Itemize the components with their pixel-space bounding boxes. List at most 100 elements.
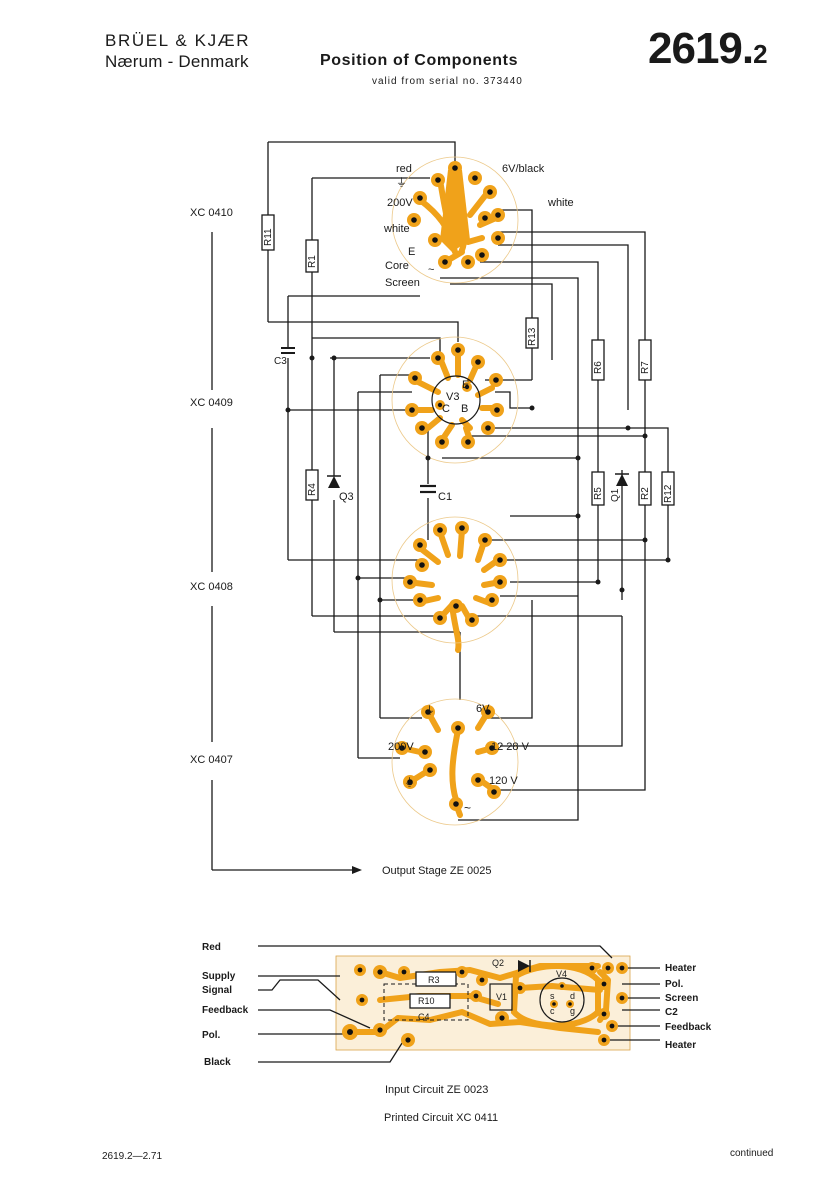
label-r4: R4	[307, 483, 318, 496]
wire-junctions	[285, 355, 671, 603]
resistor-r11	[261, 214, 275, 251]
label-r3: R3	[428, 975, 440, 985]
page-title: Position of Components	[320, 52, 519, 69]
socket-traces	[399, 162, 503, 818]
label-r2: R2	[640, 487, 651, 500]
diode-q1	[615, 473, 629, 486]
label-c1: C1	[438, 491, 452, 503]
label-200v-bottom: 200V	[388, 741, 414, 753]
label-pol-right: Pol.	[665, 979, 684, 990]
input-circuit-board: R3 R10 C4 Q2 V1 V4 s d c g	[202, 942, 712, 1068]
label-r6: R6	[593, 361, 604, 374]
footer-doc-ref: 2619.2—2.71	[102, 1151, 163, 1162]
resistor-r3	[415, 971, 457, 987]
label-screen-right: Screen	[665, 993, 698, 1004]
label-e-top: E	[408, 246, 415, 258]
label-q3: Q3	[339, 491, 354, 503]
socket-pin-labels: red ⏚ 6V/black white 200V white E Core ~…	[383, 163, 574, 815]
resistor-r10	[409, 993, 451, 1009]
label-120v: 120 V	[489, 775, 518, 787]
label-v4-gate: g	[570, 1006, 575, 1016]
label-6v-black: 6V/black	[502, 163, 545, 175]
label-red-lead: Red	[202, 942, 221, 953]
ground-icon: ⏚	[404, 776, 415, 789]
label-r13: R13	[527, 327, 538, 346]
label-v4: V4	[556, 969, 567, 979]
label-v1: V1	[496, 992, 507, 1002]
label-black-lead: Black	[204, 1057, 231, 1068]
label-white-right: white	[547, 197, 574, 209]
resistor-r1	[305, 239, 319, 273]
label-q1: Q1	[610, 488, 621, 502]
resistor-r6	[591, 339, 605, 381]
label-v3-collector: C	[442, 403, 450, 415]
resistor-r4	[305, 469, 319, 501]
label-6v: 6V	[476, 703, 490, 715]
capacitor-c1	[420, 484, 436, 494]
transistor-v3-outline	[431, 375, 481, 425]
label-red: red	[396, 163, 412, 175]
label-c4: C4	[418, 1012, 430, 1022]
label-12-28v: 12 28 V	[491, 741, 530, 753]
label-signal-lead: Signal	[202, 985, 232, 996]
ground-icon: ⏚	[424, 704, 435, 717]
label-v3: V3	[446, 391, 459, 403]
label-screen: Screen	[385, 277, 420, 289]
label-pol-lead: Pol.	[202, 1030, 221, 1041]
interconnect-wires	[267, 141, 669, 821]
socket-label-xc0408: XC 0408	[190, 581, 233, 593]
label-r7: R7	[640, 361, 651, 374]
socket-xc0408-outline	[391, 516, 519, 644]
label-tilde-top: ~	[428, 264, 434, 276]
socket-label-xc0409: XC 0409	[190, 397, 233, 409]
outline-v1	[489, 983, 513, 1011]
label-white-left: white	[383, 223, 410, 235]
company-name: BRÜEL & KJÆR	[105, 31, 251, 50]
output-stage-components: R11 R1 R13 R6 R7 C3 R4 Q3	[261, 214, 675, 506]
label-r5: R5	[593, 487, 604, 500]
document-number: 2619.2	[648, 24, 768, 74]
diode-q2	[518, 960, 531, 972]
socket-label-xc0410: XC 0410	[190, 207, 233, 219]
footer-continued: continued	[730, 1148, 774, 1159]
diode-q3	[327, 475, 341, 488]
document-number-suffix: 2	[753, 39, 768, 69]
resistor-r2	[638, 471, 652, 506]
label-r12: R12	[663, 484, 674, 503]
label-heater-bottom: Heater	[665, 1040, 696, 1051]
label-feedback-lead: Feedback	[202, 1005, 249, 1016]
socket-reference-bracket	[211, 232, 362, 874]
label-v4-source: s	[550, 991, 555, 1001]
socket-label-xc0407: XC 0407	[190, 754, 233, 766]
company-location: Nærum - Denmark	[105, 52, 249, 71]
outline-v4	[539, 977, 585, 1023]
label-r11: R11	[263, 228, 274, 246]
caption-printed-circuit: Printed Circuit XC 0411	[384, 1112, 498, 1124]
socket-xc0410-outline	[391, 156, 519, 284]
label-r1: R1	[307, 255, 318, 268]
page-subtitle: valid from serial no. 373440	[372, 76, 523, 87]
caption-output-stage: Output Stage ZE 0025	[382, 865, 491, 877]
resistor-r12	[661, 471, 675, 506]
socket-xc0409-outline	[391, 336, 519, 464]
label-tilde-bottom: ~	[464, 801, 471, 815]
capacitor-c3	[281, 347, 295, 354]
label-heater-top: Heater	[665, 963, 696, 974]
label-core: Core	[385, 260, 409, 272]
label-v4-c: c	[550, 1006, 555, 1016]
ground-icon: ⏚	[396, 176, 407, 189]
label-v4-drain: d	[570, 991, 575, 1001]
tube-sockets	[391, 156, 519, 826]
socket-xc0407-outline	[391, 698, 519, 826]
label-v3-emitter: E	[462, 379, 469, 391]
resistor-r5	[591, 471, 605, 506]
document-number-main: 2619.	[648, 24, 754, 73]
label-feedback-right: Feedback	[665, 1022, 712, 1033]
label-200v-top: 200V	[387, 197, 413, 209]
label-c2-right: C2	[665, 1007, 678, 1018]
label-q2: Q2	[492, 958, 504, 968]
label-r10: R10	[418, 996, 435, 1006]
resistor-r13	[525, 317, 539, 349]
